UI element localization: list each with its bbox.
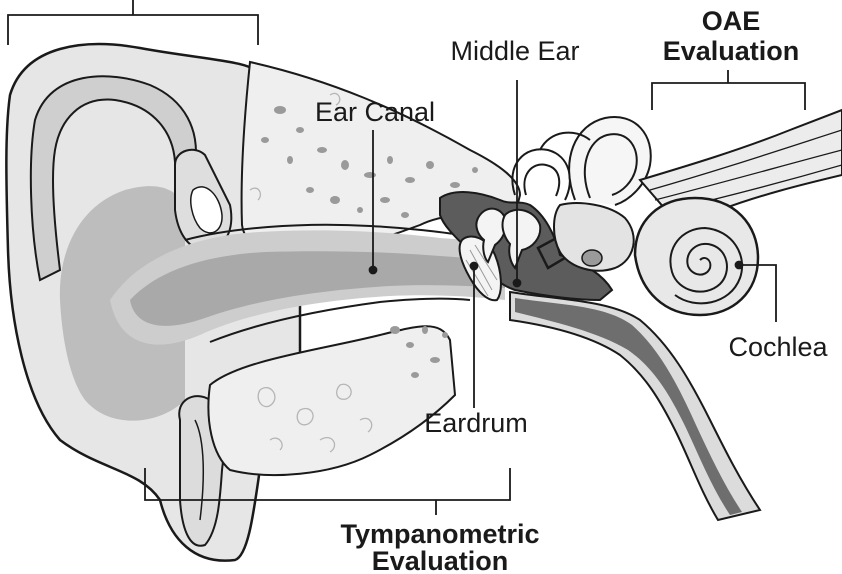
semicircular-canal-2 [569, 117, 651, 205]
oae-label-line2: Evaluation [663, 36, 800, 66]
oae-label-line1: OAE [702, 6, 761, 36]
eustachian-tube [510, 292, 760, 520]
tympanometric-label-line2: Evaluation [372, 546, 509, 574]
eardrum-dot [471, 263, 478, 270]
semicircular-canal-1 [512, 149, 570, 200]
cochlea-label: Cochlea [728, 332, 828, 362]
middle-ear-dot [514, 280, 521, 287]
ear-canal-dot [370, 267, 377, 274]
round-window [582, 250, 602, 266]
top-left-bracket [8, 0, 258, 45]
eardrum-label: Eardrum [424, 408, 528, 438]
cochlea-dot [736, 262, 743, 269]
middle-ear-label: Middle Ear [450, 36, 579, 66]
ear-canal-label: Ear Canal [315, 97, 435, 127]
tympanometric-label-line1: Tympanometric [340, 519, 539, 549]
cochlea [635, 198, 758, 315]
oae-bracket [652, 70, 805, 110]
